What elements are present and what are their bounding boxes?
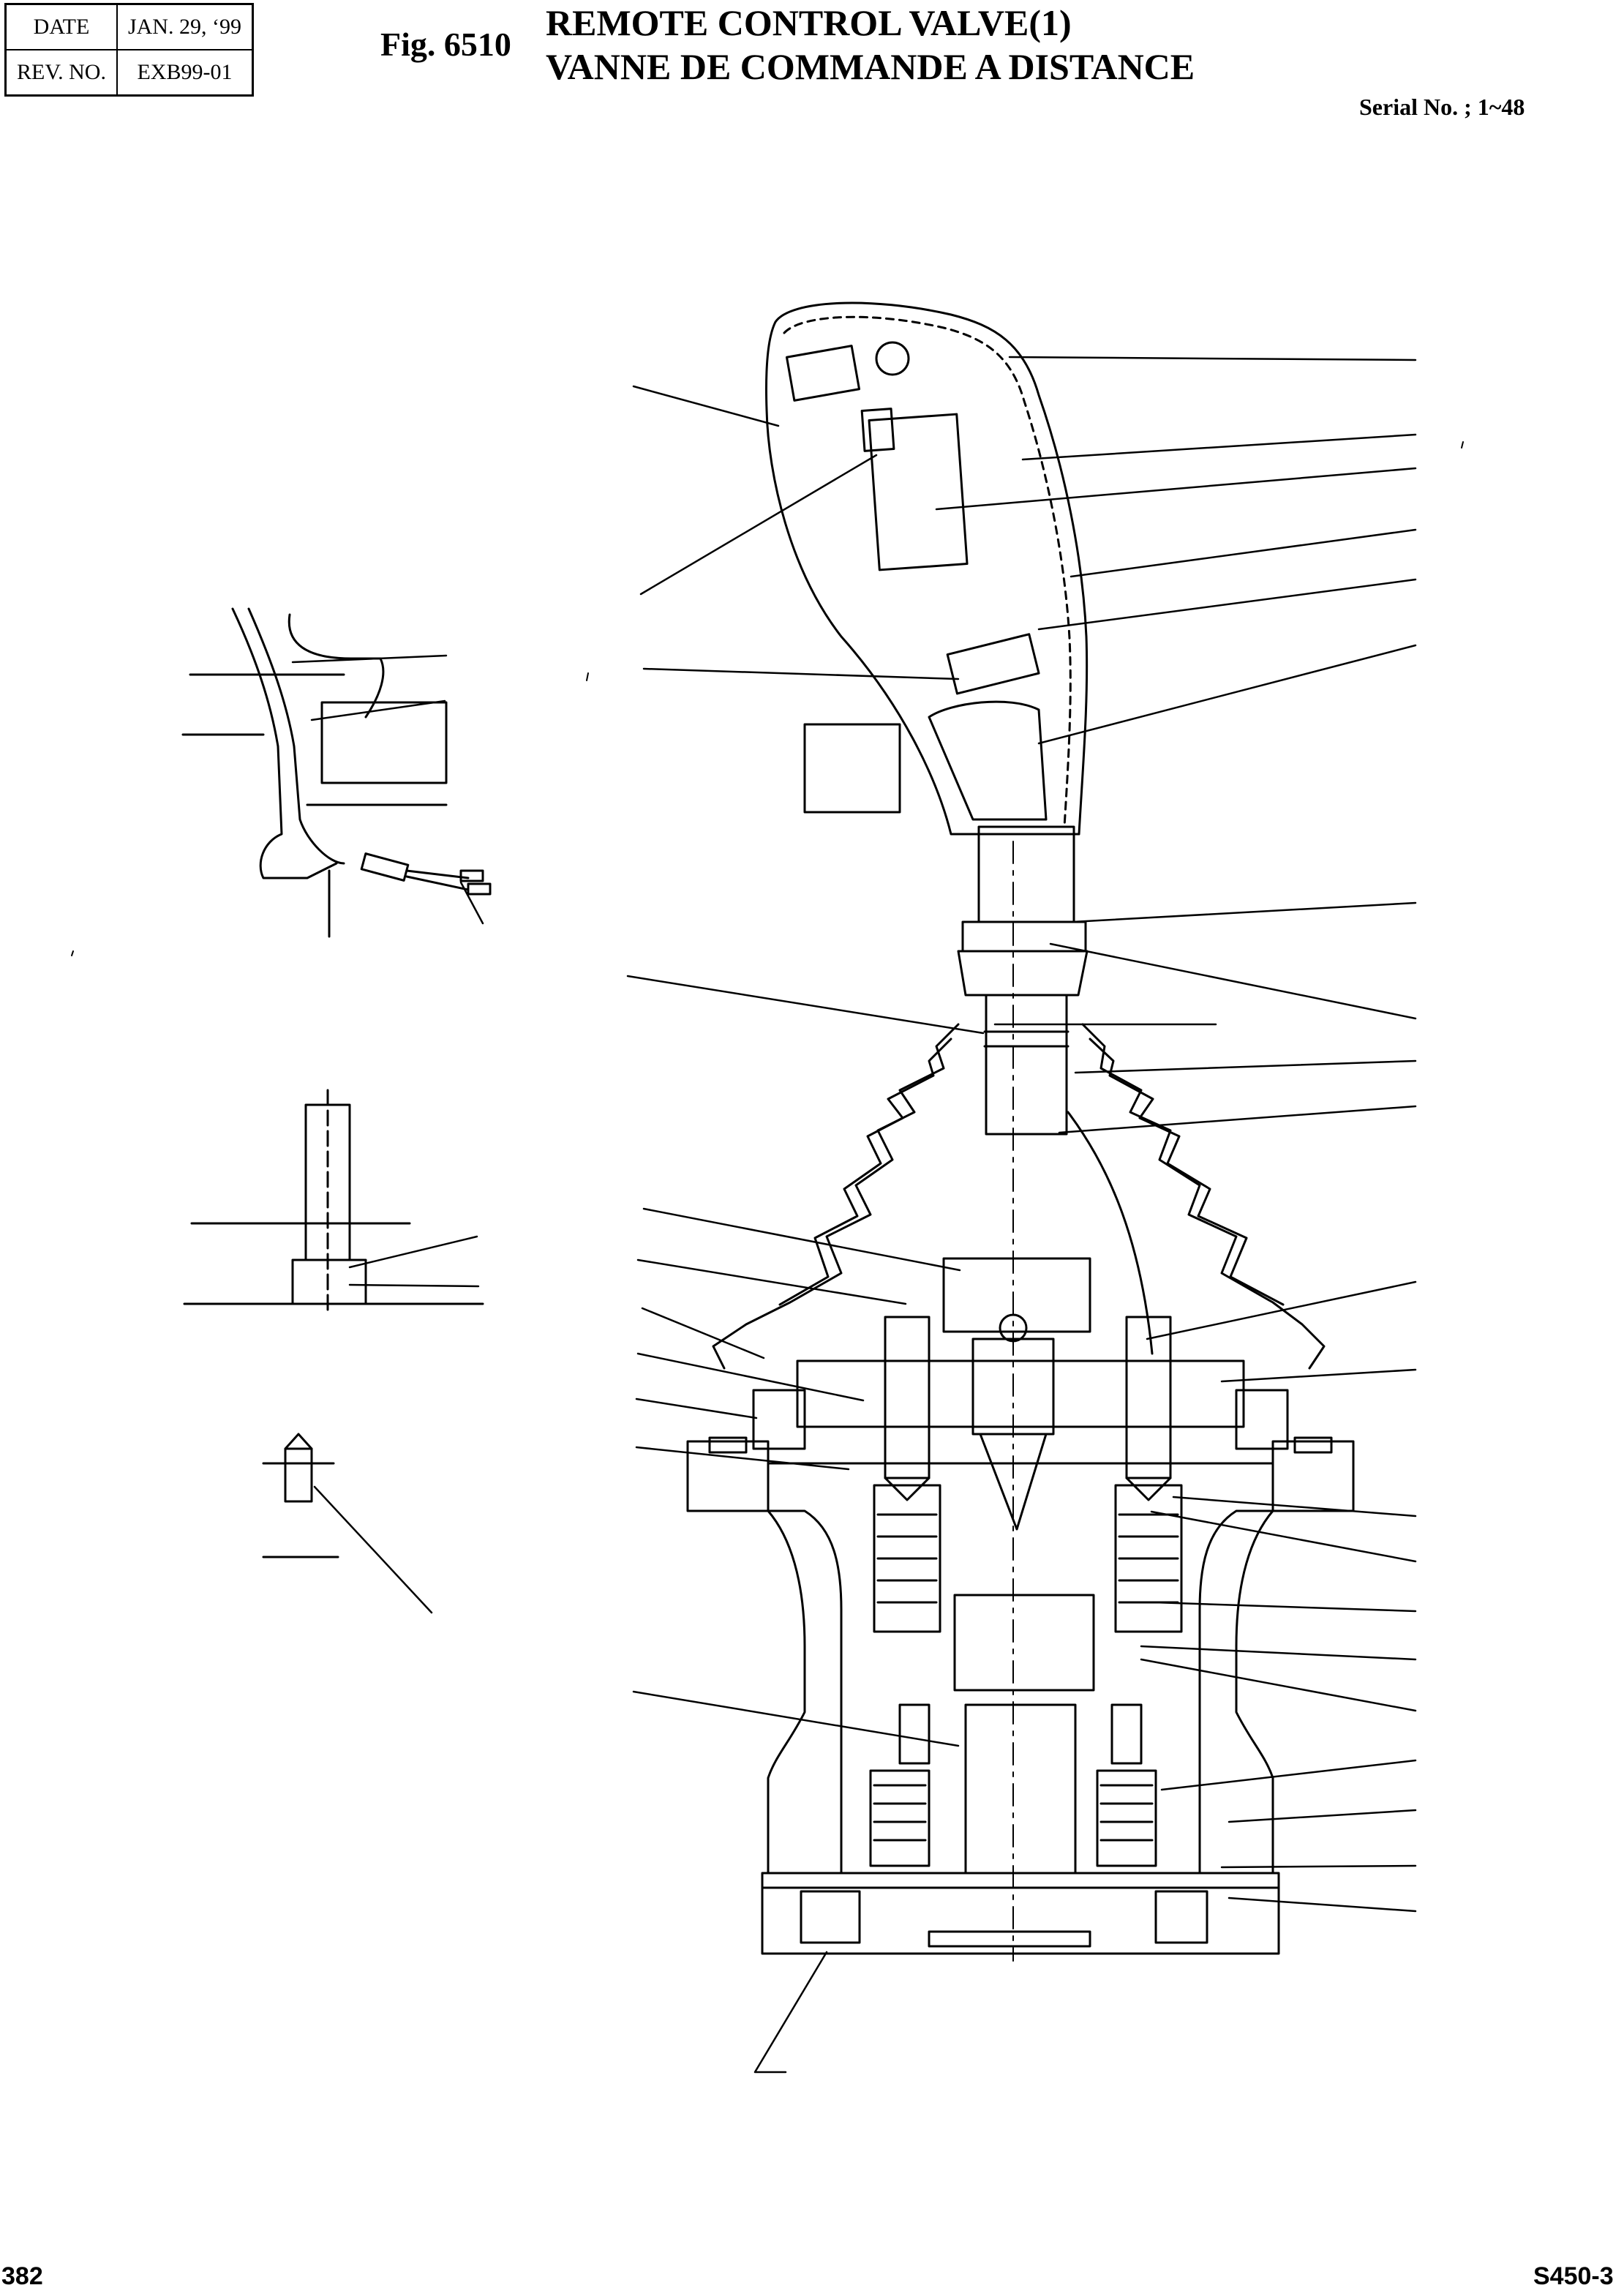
serial-number: Serial No. ; 1~48 [1359,94,1525,120]
callout-leaders [291,356,1417,2074]
model-code: S450-3 [1533,2262,1614,2290]
detail-switch-wiring [181,607,492,938]
rubber-boot [712,1023,1326,1370]
title-english: REMOTE CONTROL VALVE(1) [546,2,1072,43]
title-french: VANNE DE COMMANDE A DISTANCE [546,46,1195,87]
revision-table: DATE JAN. 29, ‘99 REV. NO. EXB99-01 [4,3,254,97]
date-label: DATE [4,3,118,50]
tick-marks [71,441,1464,956]
internal-parts [869,841,1183,1962]
figure-number: Fig. 6510 [380,26,511,63]
detail-pin [262,1433,339,1558]
rev-label: REV. NO. [4,49,118,97]
lever-shaft [957,825,1089,1136]
date-value: JAN. 29, ‘99 [116,3,254,50]
rev-value: EXB99-01 [116,49,254,97]
page-number: 382 [1,2262,43,2290]
valve-housing [686,1359,1355,1955]
lever-grip [765,301,1089,836]
detail-bolt [183,1089,484,1311]
